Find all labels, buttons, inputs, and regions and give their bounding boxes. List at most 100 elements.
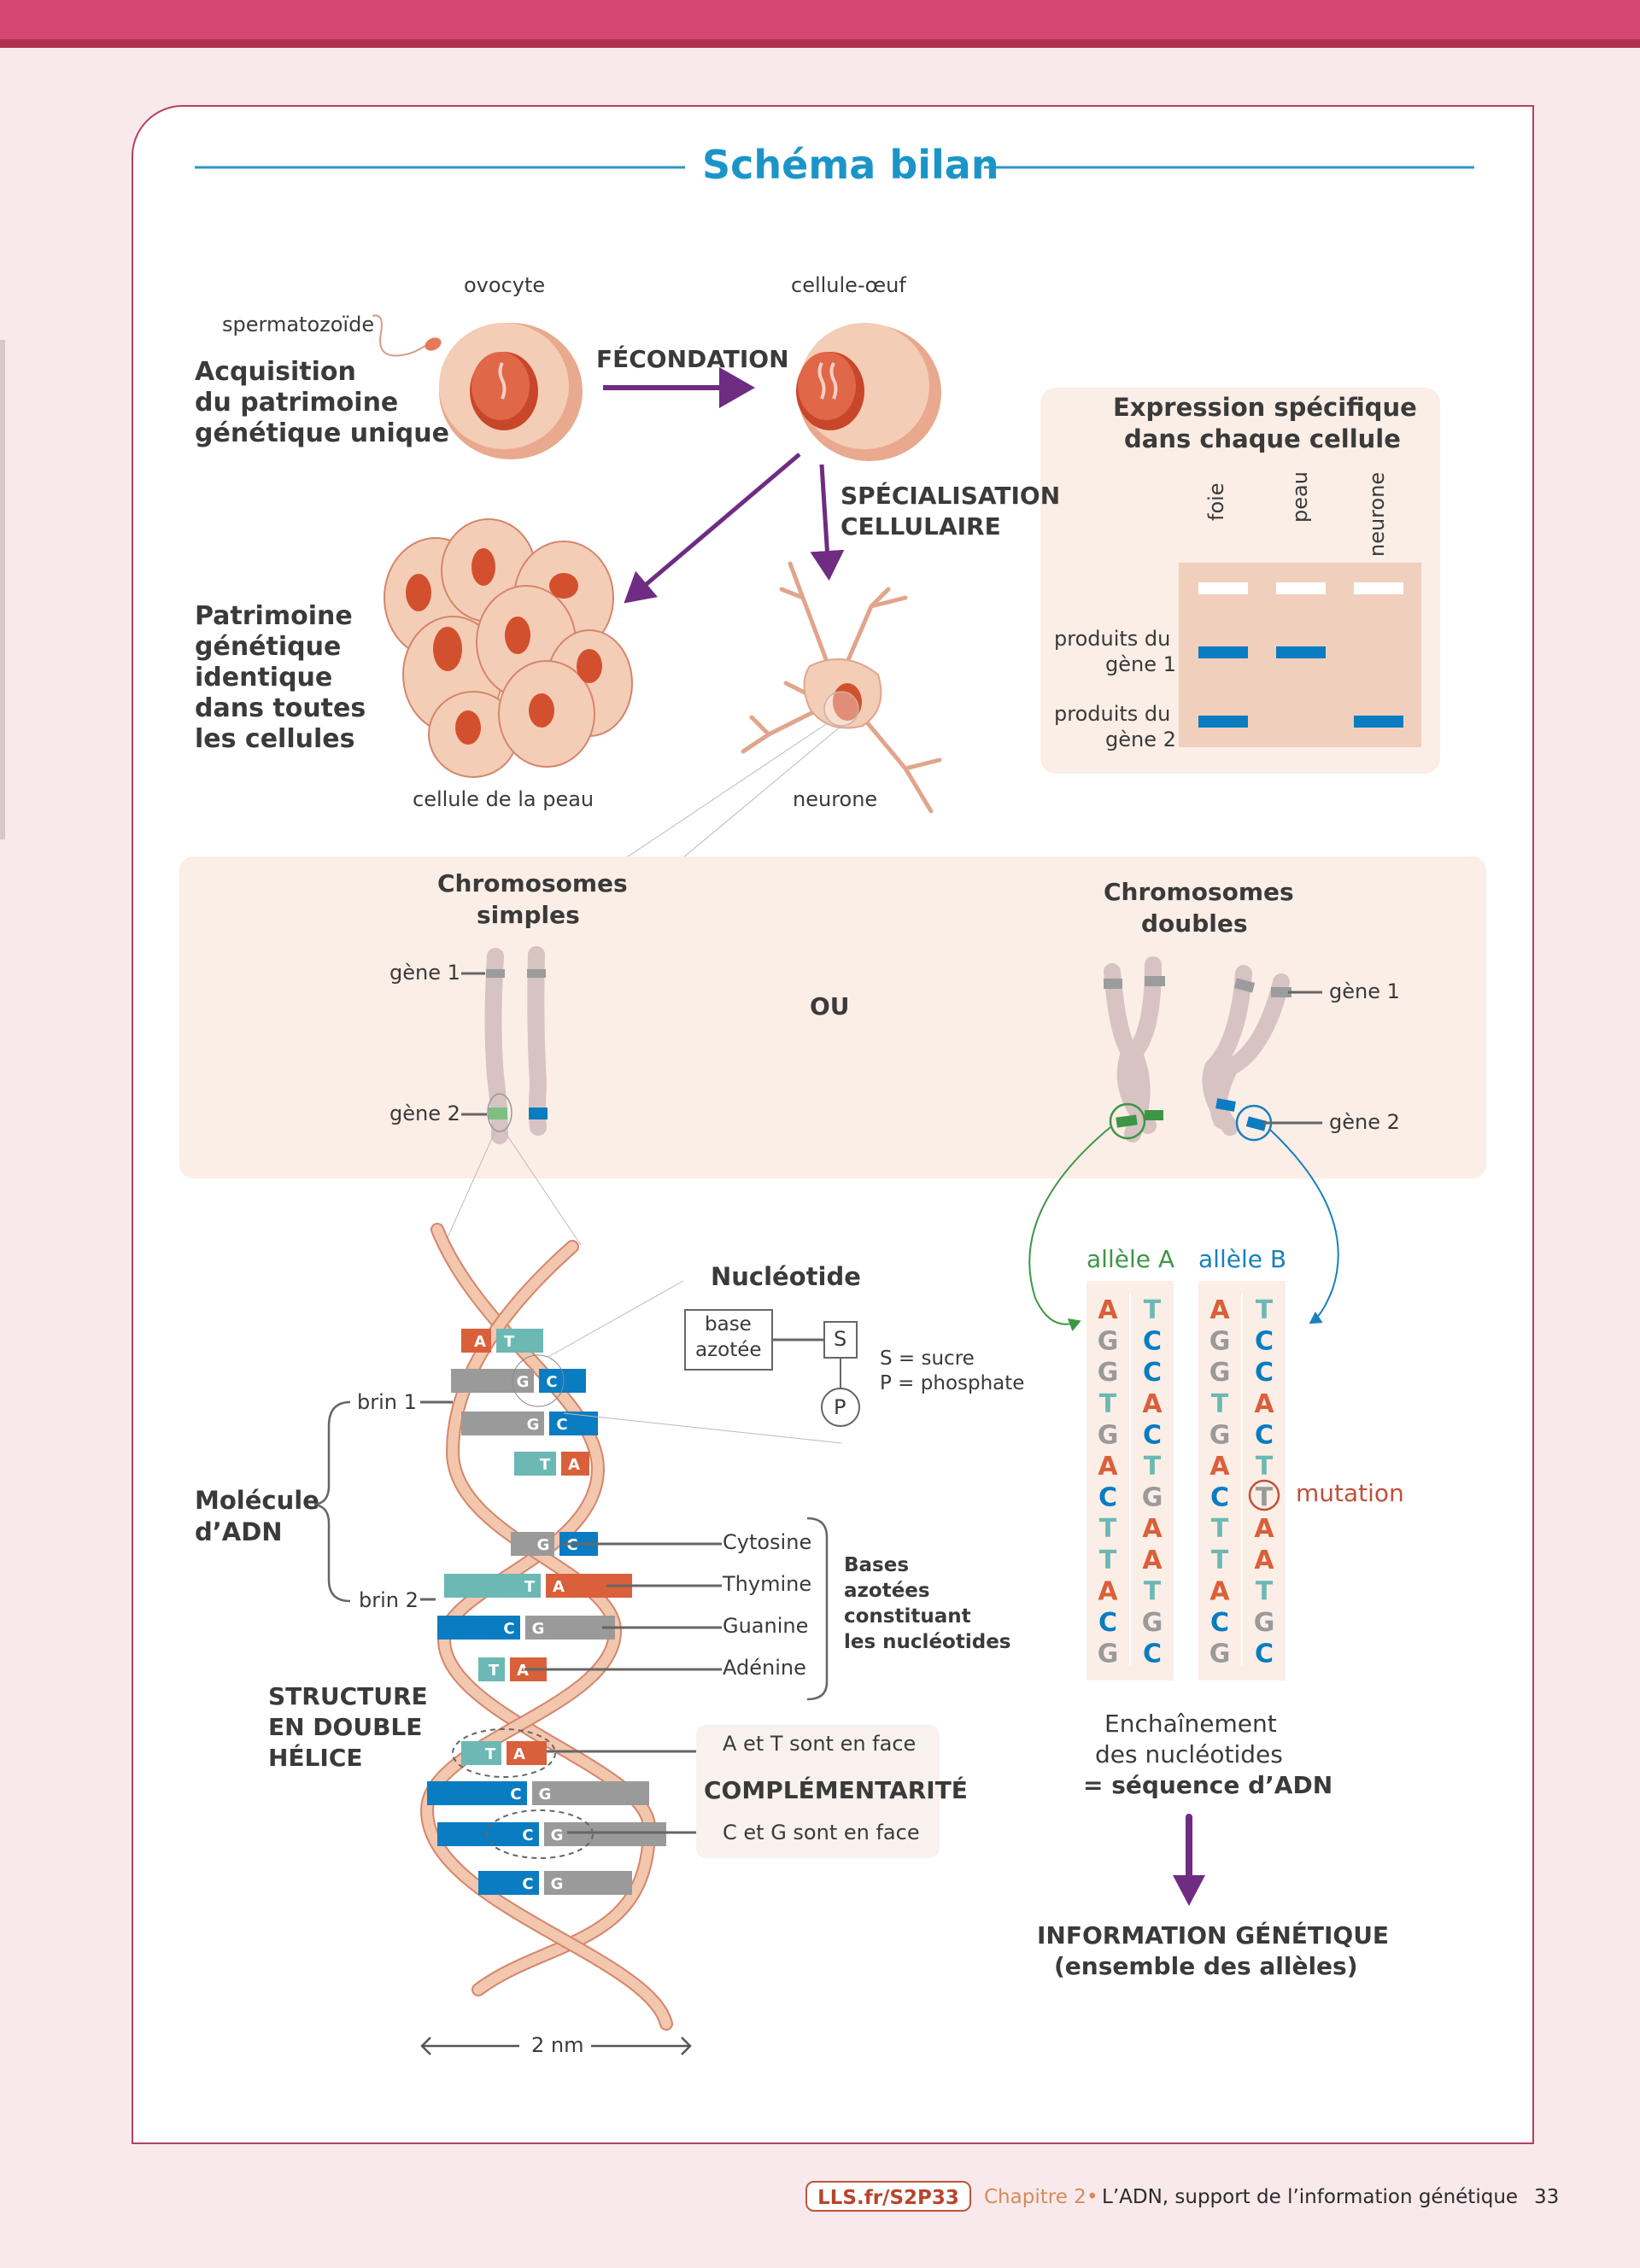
allele-base: C [1098,1608,1117,1638]
specialisation-arrow-skin [624,453,801,604]
allele-base: G [1254,1608,1275,1638]
allele-base: C [1143,1420,1162,1450]
column-label-foie: foie [1204,482,1228,521]
base-letter: G [527,1416,540,1434]
complementarity-panel [696,1725,940,1858]
ovocyte-illustration [439,323,583,459]
gel-bands [1198,582,1403,728]
allele-base: G [1098,1358,1119,1388]
specialisation-line-1: SPÉCIALISATION [840,482,1061,510]
acquisition-line-2: du patrimoine [195,388,399,418]
base-G [525,1616,615,1640]
gene2-band-foie [1198,716,1248,728]
allele-base: G [1210,1640,1231,1669]
egg-cell-label: cellule-œuf [791,273,906,297]
skin-cells-illustration [384,518,633,778]
allele-base: A [1210,1452,1230,1482]
simple-chromosomes [443,946,582,1246]
allele-base: A [1254,1546,1274,1575]
structure-line-3: HÉLICE [268,1744,363,1772]
molecule-brace [313,1400,351,1603]
complementarity-label: COMPLÉMENTARITÉ [704,1776,968,1804]
bases-group-4: les nucléotides [844,1631,1011,1653]
allele-base: T [1099,1546,1117,1575]
allele-base: G [1098,1327,1119,1357]
molecule-line-1: Molécule [195,1486,319,1515]
strand1-label: brin 1 [357,1390,417,1414]
allele-a-label: allèle A [1086,1245,1175,1273]
base-G [544,1822,666,1846]
neuron-zoom-circle [823,691,859,727]
base-letter: C [510,1786,521,1803]
allele-base: A [1098,1576,1118,1606]
scale-arrow [420,2037,692,2055]
base-letter: C [546,1373,557,1391]
base-C [437,1616,520,1640]
allele-base: T [1256,1576,1274,1606]
allele-base: T [1256,1483,1274,1513]
simple-chromosomes-title-2: simples [477,901,580,929]
double-gene1-label: gène 1 [1329,979,1400,1003]
patrimoine-line-1: Patrimoine [195,601,353,631]
base-letter: G [532,1620,545,1638]
base-T [461,1741,501,1765]
skin-nuclei [406,548,602,745]
sequence-line-3: = séquence d’ADN [1083,1771,1333,1799]
base-letter: C [522,1827,533,1844]
base-T [444,1574,541,1598]
allele-base: C [1143,1327,1162,1357]
allele-base: T [1144,1452,1162,1482]
allele-a-link [1028,1126,1111,1331]
or-label: OU [810,992,850,1020]
allele-b-link [1268,1128,1339,1324]
allele-base: T [1099,1514,1117,1544]
sequence-line-2: des nucléotides [1095,1740,1283,1768]
column-label-neurone: neurone [1365,471,1389,557]
base-letter: G [539,1786,552,1803]
patrimoine-line-4: dans toutes [195,693,366,723]
allele-base: G [1210,1358,1231,1388]
base-G [544,1871,632,1895]
neuron-label: neurone [793,787,878,811]
base-letter: A [474,1333,486,1351]
base-azotee-line-1: base [705,1313,752,1336]
top-banner [0,0,1640,39]
thymine-label: Thymine [723,1572,812,1596]
allele-base: G [1142,1608,1163,1638]
allele-base: T [1211,1546,1229,1575]
allele-base: T [1256,1295,1274,1325]
neuron-nucleus [833,683,862,721]
reference-band-peau [1276,582,1326,594]
base-A [461,1329,491,1353]
bases-group-2: azotées [844,1580,930,1602]
allele-base: A [1142,1389,1163,1419]
double-chromosomes-title-1: Chromosomes [1104,878,1294,906]
base-letter: G [551,1827,564,1844]
allele-base: A [1254,1514,1274,1544]
base-letter: G [537,1536,550,1554]
allele-base: T [1144,1295,1162,1325]
sugar-legend: S = sucre [880,1347,975,1370]
base-letter: T [489,1662,500,1680]
allele-base: G [1098,1420,1119,1450]
phosphate-legend: P = phosphate [880,1372,1025,1394]
base-letter: C [556,1416,567,1434]
allele-base: C [1143,1640,1162,1669]
patrimoine-line-5: les cellules [195,724,355,754]
allele-base: A [1098,1452,1118,1482]
base-C [437,1822,539,1846]
allele-base: G [1210,1420,1231,1450]
allele-base: T [1144,1576,1162,1606]
allele-base: C [1143,1358,1162,1388]
gene1-band-foie [1198,646,1248,658]
neuron-illustration [741,561,942,814]
allele-base: G [1098,1640,1119,1669]
base-pairs: ATGCGCTAGCTACGTATACGCGCG [427,1329,666,1895]
allele-b-label: allèle B [1198,1245,1287,1273]
footer-link[interactable]: LLS.fr/S2P33 [805,2181,971,2212]
allele-base: A [1210,1295,1230,1325]
allele-base: G [1142,1483,1163,1513]
mutation-label: mutation [1296,1479,1404,1507]
allele-base: A [1142,1514,1163,1544]
